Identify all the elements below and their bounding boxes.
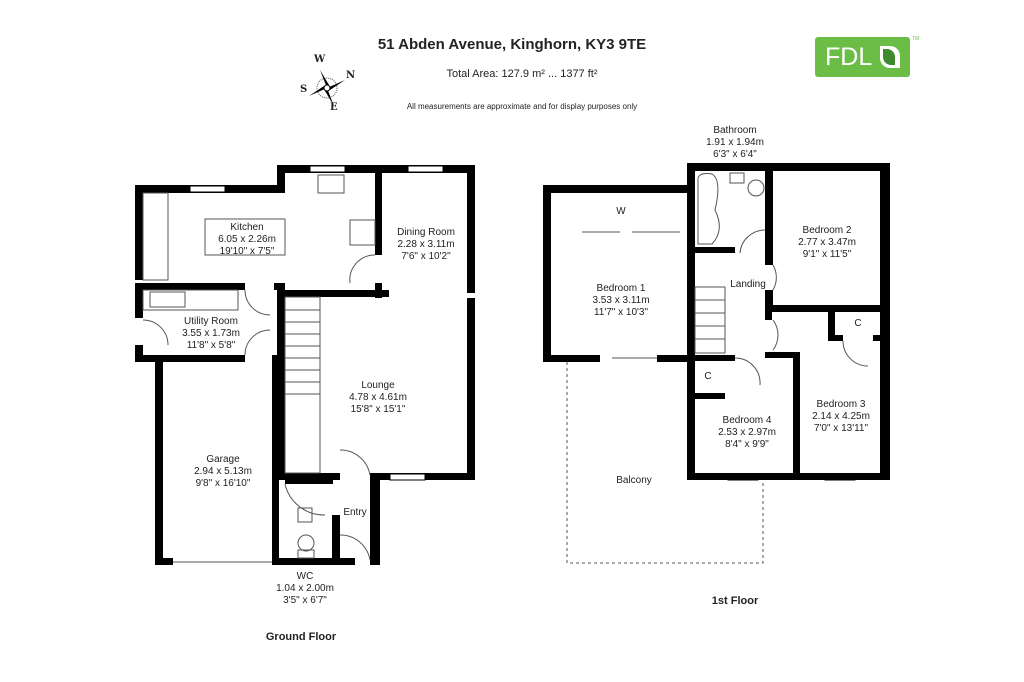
- disclaimer: All measurements are approximate and for…: [406, 102, 638, 111]
- room-name: Bedroom 4: [722, 415, 772, 426]
- room-metric: 2.14 x 4.25m: [812, 411, 870, 422]
- room-bedroom-4: Bedroom 4 2.53 x 2.97m 8'4" x 9'9": [718, 415, 776, 451]
- room-dining: Dining Room 2.28 x 3.11m 7'6" x 10'2": [397, 227, 455, 263]
- room-metric: 2.53 x 2.97m: [718, 427, 776, 438]
- room-imperial: 9'8" x 16'10": [195, 478, 251, 489]
- room-name: WC: [296, 571, 314, 582]
- kitchen-label-box: [204, 218, 286, 256]
- room-name: Garage: [206, 454, 240, 465]
- room-imperial: 7'0" x 13'11": [813, 423, 869, 434]
- fdl-logo: FDL: [815, 37, 910, 77]
- room-bedroom-3: Bedroom 3 2.14 x 4.25m 7'0" x 13'11": [812, 399, 870, 435]
- room-kitchen: Kitchen 6.05 x 2.26m 19'10" x 7'5": [218, 222, 276, 258]
- room-imperial: 7'6" x 10'2": [401, 251, 451, 262]
- room-metric: 3.55 x 1.73m: [182, 328, 240, 339]
- compass-south: S: [300, 84, 308, 95]
- room-metric: 2.94 x 5.13m: [194, 466, 252, 477]
- room-name: C: [704, 371, 712, 382]
- ground-floor-label: Ground Floor: [265, 631, 337, 643]
- room-metric: 1.91 x 1.94m: [706, 137, 764, 148]
- room-cupboard: C: [854, 318, 861, 330]
- room-balcony: Balcony: [616, 475, 652, 487]
- compass-north: N: [346, 70, 356, 81]
- staircase: [284, 296, 321, 474]
- room-bathroom: Bathroom 1.91 x 1.94m 6'3" x 6'4": [706, 125, 764, 161]
- room-landing: Landing: [730, 279, 766, 291]
- room-name: Kitchen: [230, 222, 264, 233]
- room-utility: Utility Room 3.55 x 1.73m 11'8" x 5'8": [182, 316, 240, 352]
- room-imperial: 11'7" x 10'3": [593, 307, 649, 318]
- room-name: Bedroom 3: [816, 399, 866, 410]
- first-floor-walls: [543, 163, 890, 480]
- room-name: Bedroom 1: [596, 283, 646, 294]
- first-floor-fixtures: [582, 172, 869, 386]
- room-wardrobe: W: [616, 206, 625, 218]
- room-wc: WC 1.04 x 2.00m 3'5" x 6'7": [276, 571, 334, 607]
- room-imperial: 15'8" x 15'1": [350, 404, 406, 415]
- room-name: W: [616, 206, 626, 217]
- room-bedroom-1: Bedroom 1 3.53 x 3.11m 11'7" x 10'3": [592, 283, 649, 319]
- room-metric: 3.53 x 3.11m: [592, 295, 650, 306]
- room-name: Bathroom: [713, 125, 757, 136]
- ground-floor-fixtures: [142, 174, 376, 563]
- room-bedroom-2: Bedroom 2 2.77 x 3.47m 9'1" x 11'5": [798, 225, 856, 261]
- room-name: Bedroom 2: [802, 225, 852, 236]
- compass-west: W: [314, 54, 326, 65]
- room-metric: 6.05 x 2.26m: [218, 234, 276, 245]
- room-metric: 1.04 x 2.00m: [276, 583, 334, 594]
- room-cupboard: C: [704, 371, 711, 383]
- compass-rose: W N S E: [300, 52, 360, 114]
- compass-icon: [309, 70, 345, 106]
- leaf-icon: [880, 46, 900, 68]
- room-name: Lounge: [361, 380, 395, 391]
- room-name: Entry: [343, 507, 367, 518]
- room-name: Balcony: [616, 475, 652, 486]
- room-name: Utility Room: [184, 316, 238, 327]
- property-address: 51 Abden Avenue, Kinghorn, KY3 9TE: [377, 36, 647, 53]
- logo-text: FDL: [825, 43, 873, 71]
- staircase-first-floor: [694, 286, 726, 354]
- balcony-outline: [566, 362, 764, 564]
- room-garage: Garage 2.94 x 5.13m 9'8" x 16'10": [194, 454, 252, 490]
- room-imperial: 6'3" x 6'4": [713, 149, 757, 160]
- first-floor-label: 1st Floor: [711, 595, 759, 607]
- compass-east: E: [330, 102, 338, 113]
- room-metric: 2.77 x 3.47m: [798, 237, 856, 248]
- room-name: C: [854, 318, 862, 329]
- room-lounge: Lounge 4.78 x 4.61m 15'8" x 15'1": [349, 380, 407, 416]
- total-area: Total Area: 127.9 m² ... 1377 ft²: [446, 68, 598, 80]
- room-metric: 2.28 x 3.11m: [397, 239, 455, 250]
- room-metric: 4.78 x 4.61m: [349, 392, 407, 403]
- room-name: Dining Room: [397, 227, 455, 238]
- room-imperial: 9'1" x 11'5": [802, 249, 852, 260]
- ground-floor-walls: [135, 165, 475, 565]
- trademark: TM: [912, 36, 920, 42]
- room-imperial: 19'10" x 7'5": [219, 246, 275, 257]
- room-imperial: 8'4" x 9'9": [725, 439, 769, 450]
- room-name: Landing: [730, 279, 766, 290]
- room-imperial: 3'5" x 6'7": [283, 595, 327, 606]
- room-entry: Entry: [343, 507, 366, 519]
- room-imperial: 11'8" x 5'8": [186, 340, 236, 351]
